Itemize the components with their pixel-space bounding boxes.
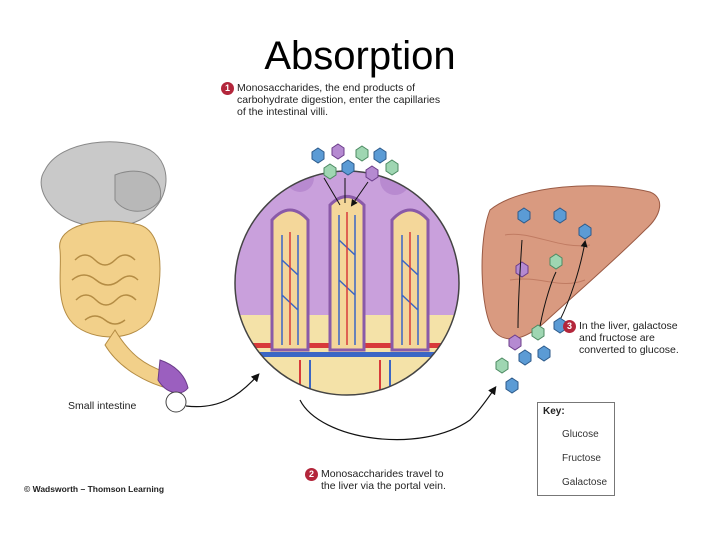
monosaccharide-molecules	[311, 143, 399, 205]
step-1-line-2: carbohydrate digestion, enter the capill…	[237, 94, 441, 106]
key-label-galactose: Galactose	[562, 477, 608, 488]
step-1-line-3: of the intestinal villi.	[237, 106, 329, 118]
credit-line: © Wadsworth – Thomson Learning	[24, 484, 165, 494]
key-label-fructose: Fructose	[562, 453, 601, 464]
slide-title: Absorption	[264, 34, 456, 78]
step-3-line-2: and fructose are	[579, 332, 655, 344]
step-3-caption: In the liver, galactose and fructose are…	[579, 320, 679, 356]
key-label-glucose: Glucose	[562, 429, 599, 440]
step-2-line-1: Monosaccharides travel to	[321, 468, 444, 480]
step-3-line-1: In the liver, galactose	[579, 320, 678, 332]
digestive-organs-illustration	[40, 141, 189, 413]
legend-key: Key: Glucose Fructose Galactose	[537, 402, 615, 496]
small-intestine-label: Small intestine	[68, 400, 137, 412]
step-2-line-2: the liver via the portal vein.	[321, 480, 446, 492]
step-1-line-1: Monosaccharides, the end products of	[237, 82, 416, 94]
arrow-intestine-to-villi	[185, 373, 260, 408]
step-3-badge: 3	[563, 320, 576, 333]
step-2-caption: Monosaccharides travel to the liver via …	[321, 468, 446, 492]
step-1-badge: 1	[221, 82, 234, 95]
liver-illustration	[481, 185, 660, 394]
key-title: Key:	[543, 406, 565, 417]
step-1-caption: Monosaccharides, the end products of car…	[237, 82, 440, 118]
step-3-line-3: converted to glucose.	[579, 344, 679, 356]
step-2-badge: 2	[305, 468, 318, 481]
villi-magnified-view	[234, 143, 460, 396]
arrow-villi-to-liver	[299, 386, 497, 441]
